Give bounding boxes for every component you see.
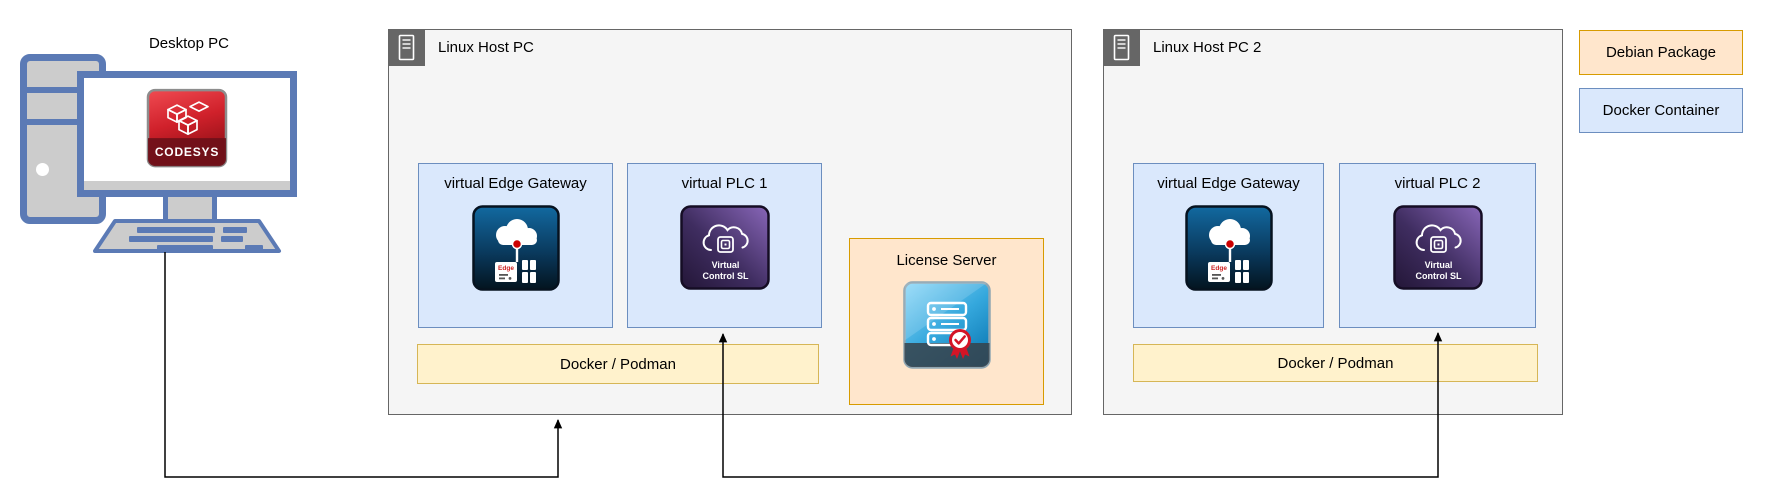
virtual-control-sl-icon: Virtual Control SL <box>1392 205 1483 295</box>
runtime-bar-docker-podman-1: Docker / Podman <box>417 344 819 384</box>
legend-label: Debian Package <box>1605 44 1717 61</box>
server-icon <box>387 28 425 66</box>
plc-icon-text-line1: Virtual <box>711 260 739 270</box>
tower-drive-bay <box>27 119 99 125</box>
server-icon <box>1102 28 1140 66</box>
runtime-label: Docker / Podman <box>1277 354 1394 372</box>
container-virtual-edge-gateway-2: virtual Edge Gateway Edge <box>1133 163 1324 328</box>
plc-icon-text-line1: Virtual <box>1424 260 1452 270</box>
monitor-bezel <box>84 181 290 190</box>
runtime-label: Docker / Podman <box>560 355 676 373</box>
host-title: Linux Host PC <box>438 39 534 56</box>
container-virtual-plc-2: virtual PLC 2 Virtual Control SL <box>1339 163 1536 328</box>
plc-icon-text-line2: Control SL <box>702 271 748 281</box>
package-license-server: License Server <box>849 238 1044 405</box>
legend-label: Docker Container <box>1602 102 1720 119</box>
monitor-screen: CODESYS <box>77 71 297 197</box>
codesys-logo-text: CODESYS <box>155 145 219 159</box>
virtual-control-sl-icon: Virtual Control SL <box>679 205 770 295</box>
edge-gateway-icon: Edge <box>1184 205 1273 296</box>
edge-icon-text: Edge <box>1211 265 1227 272</box>
container-virtual-edge-gateway-1: virtual Edge Gateway Edge <box>418 163 613 328</box>
host-title: Linux Host PC 2 <box>1153 39 1262 56</box>
keyboard-icon <box>91 218 283 259</box>
license-server-label: License Server <box>896 252 997 269</box>
container-label: virtual PLC 2 <box>1394 175 1481 192</box>
edge-icon-text: Edge <box>498 265 514 272</box>
container-virtual-plc-1: virtual PLC 1 Virtual Control SL <box>627 163 822 328</box>
tower-drive-bay <box>27 87 99 93</box>
runtime-bar-docker-podman-2: Docker / Podman <box>1133 344 1538 382</box>
container-label: virtual Edge Gateway <box>444 175 587 192</box>
edge-gateway-icon: Edge <box>471 205 560 296</box>
legend-debian-package: Debian Package <box>1579 30 1743 75</box>
container-label: virtual Edge Gateway <box>1157 175 1300 192</box>
legend-docker-container: Docker Container <box>1579 88 1743 133</box>
plc-icon-text-line2: Control SL <box>1415 271 1461 281</box>
license-server-icon <box>902 281 991 374</box>
desktop-pc-label: Desktop PC <box>148 35 230 52</box>
codesys-logo-icon: CODESYS <box>146 88 228 173</box>
tower-power-button <box>36 163 49 176</box>
container-label: virtual PLC 1 <box>681 175 768 192</box>
